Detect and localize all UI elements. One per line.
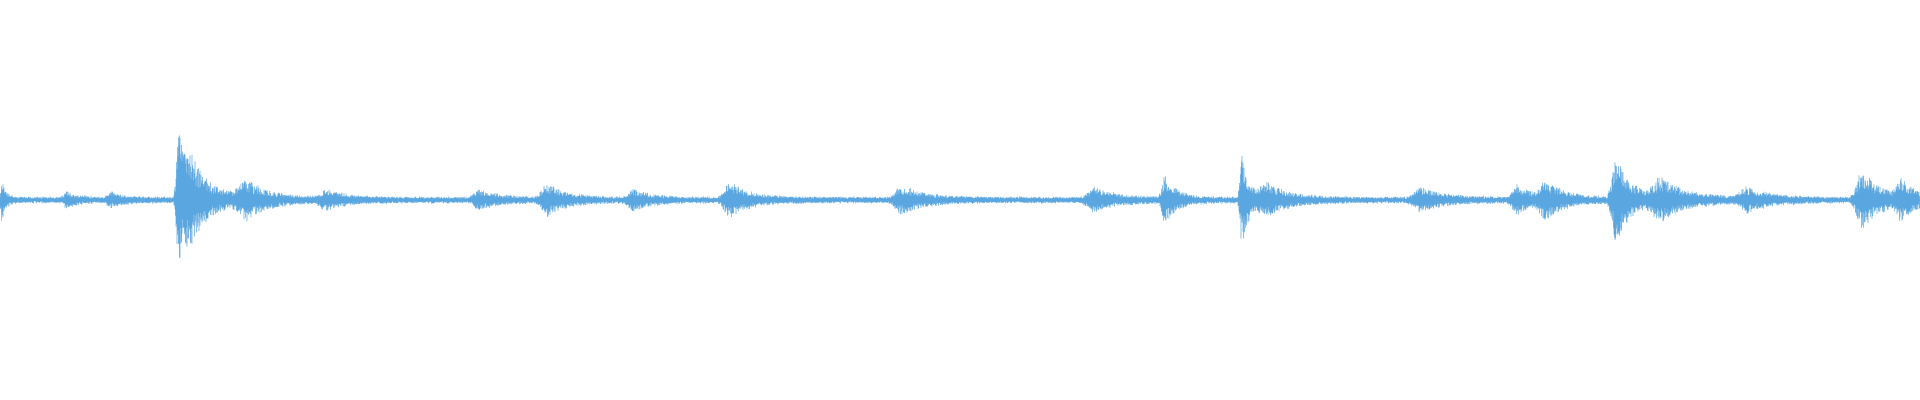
waveform-signal <box>0 135 1920 259</box>
